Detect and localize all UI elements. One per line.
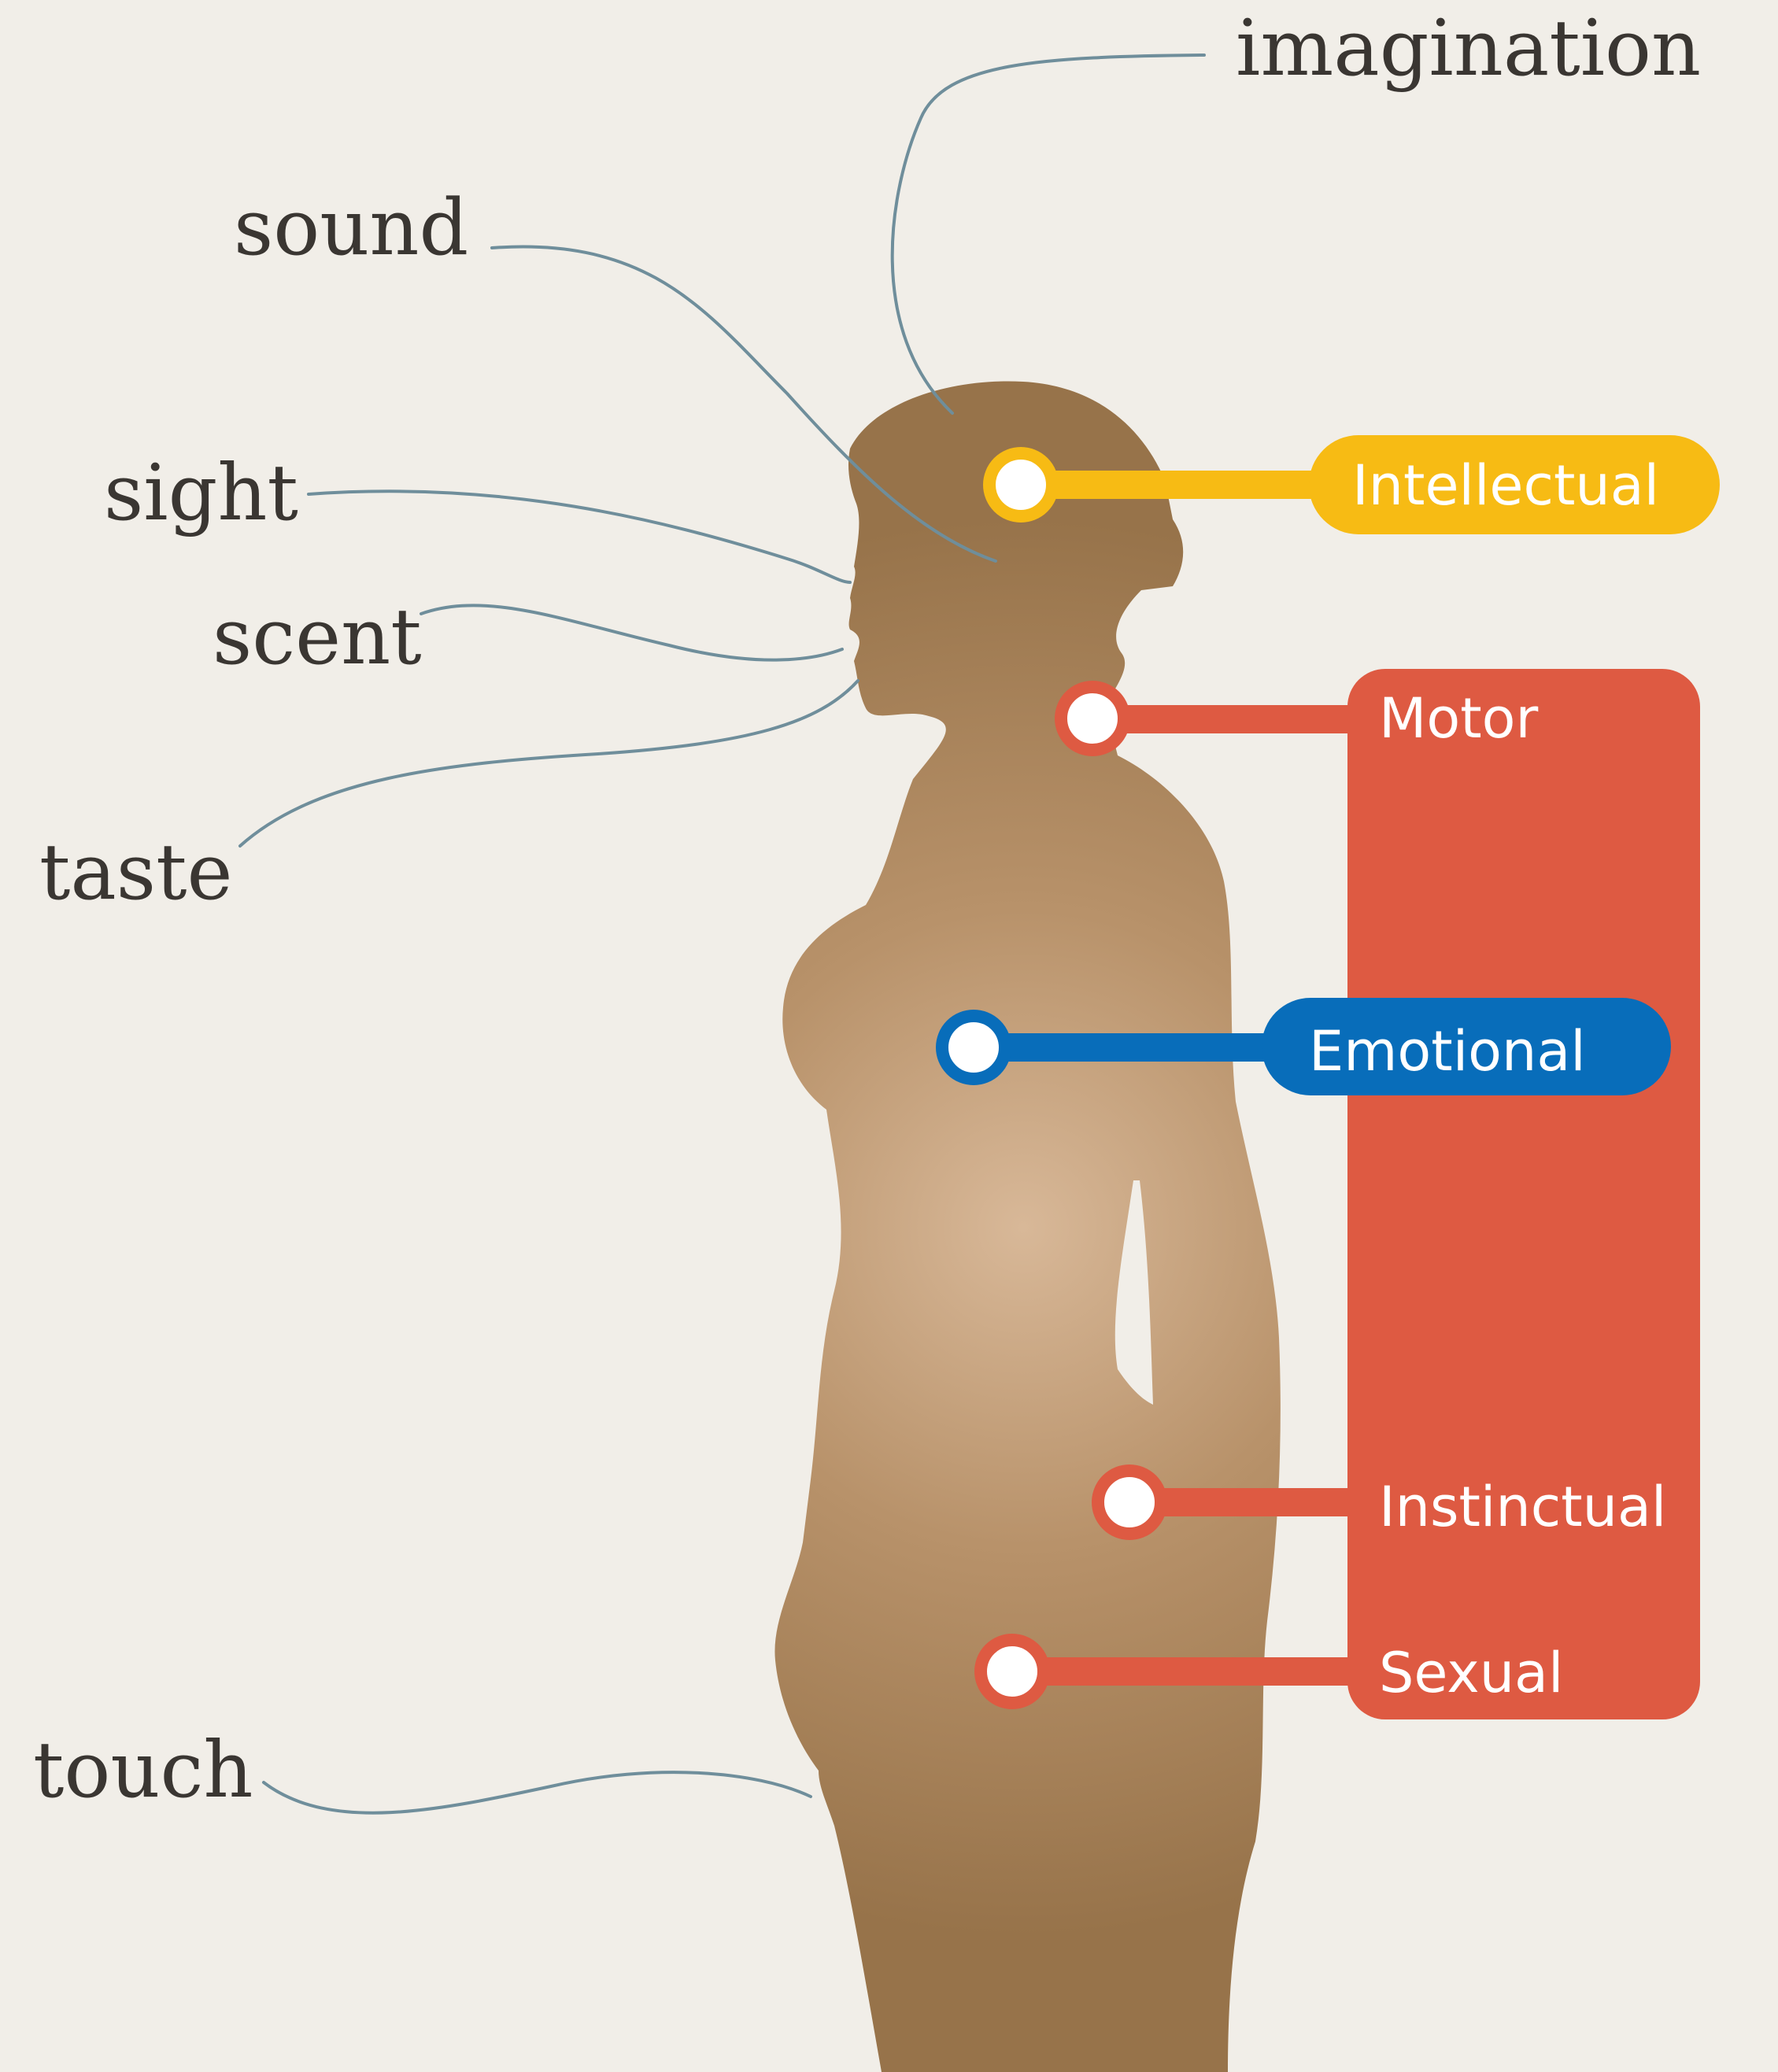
sight-label: sight: [104, 449, 298, 538]
emotional-label: Emotional: [1309, 1019, 1586, 1084]
imagination-line: [893, 55, 1204, 413]
intellectual-label: Intellectual: [1352, 453, 1659, 518]
human-silhouette: [774, 381, 1280, 2072]
sexual-label: Sexual: [1379, 1641, 1563, 1705]
emotional-connector: [974, 1033, 1288, 1062]
motor-connector: [1092, 705, 1360, 733]
motor-node: [1061, 687, 1124, 750]
imagination-label: imagination: [1236, 4, 1701, 94]
intellectual-node: [989, 453, 1052, 516]
sexual-connector: [1012, 1657, 1362, 1686]
instinctual-node: [1098, 1471, 1161, 1534]
motor-label: Motor: [1379, 686, 1538, 751]
sight-line: [309, 491, 850, 582]
scent-label: scent: [213, 593, 422, 682]
taste-line: [240, 681, 858, 846]
sexual-node: [981, 1640, 1044, 1703]
emotional-node: [942, 1016, 1005, 1079]
instinctual-label: Instinctual: [1379, 1475, 1666, 1539]
touch-line: [264, 1772, 811, 1813]
motor-group-box: [1347, 669, 1700, 1719]
touch-label: touch: [33, 1726, 253, 1815]
scent-line: [421, 605, 842, 659]
motor-center: Motor: [1061, 686, 1538, 751]
intellectual-connector: [1021, 471, 1336, 499]
sound-label: sound: [234, 183, 468, 273]
taste-label: taste: [39, 828, 232, 918]
